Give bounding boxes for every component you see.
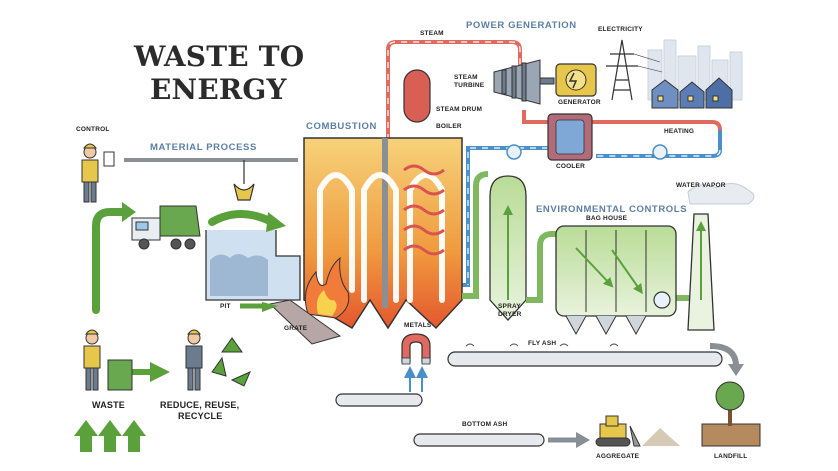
- label-electricity: ELECTRICITY: [598, 26, 643, 33]
- bag-house: [555, 225, 677, 336]
- flame-icon: [304, 256, 350, 319]
- label-steam: STEAM: [420, 30, 444, 37]
- label-grate: GRATE: [284, 325, 308, 332]
- crane-claw-icon: [124, 158, 298, 201]
- garbage-truck-icon: [131, 205, 201, 250]
- label-waste: WASTE: [92, 400, 126, 410]
- waste-pit: [205, 230, 342, 345]
- pump-icon: [506, 144, 522, 160]
- control-worker-icon: [81, 143, 115, 203]
- label-boiler: BOILER: [436, 123, 462, 130]
- section-environmental-controls: ENVIRONMENTAL CONTROLS: [536, 204, 688, 215]
- waste-worker-icon: [83, 329, 133, 391]
- power-pylon-icon: [606, 39, 663, 101]
- gray-arrow: [709, 343, 739, 367]
- label-pit: PIT: [220, 303, 231, 310]
- label-bag-house: BAG HOUSE: [586, 215, 628, 222]
- diagram-title-line2: ENERGY: [150, 73, 287, 106]
- bulldozer-icon: [595, 415, 680, 447]
- chimney-stack: [687, 183, 755, 331]
- label-water-vapor: WATER VAPOR: [676, 182, 726, 189]
- recycle-worker-icon: [185, 329, 203, 391]
- label-control: CONTROL: [76, 126, 110, 133]
- label-generator: GENERATOR: [558, 99, 601, 106]
- label-aggregate: AGGREGATE: [596, 453, 640, 460]
- section-combustion: COMBUSTION: [306, 121, 377, 132]
- label-steam-drum: STEAM DRUM: [436, 106, 483, 113]
- steam-drum: [403, 69, 431, 123]
- section-power-generation: POWER GENERATION: [466, 20, 577, 31]
- exhaust-fan-icon: [653, 291, 671, 309]
- green-arrows-env: [503, 205, 706, 300]
- fly-ash-conveyor: [447, 343, 723, 367]
- label-cooler: COOLER: [556, 163, 586, 170]
- label-reduce-reuse-2: RECYCLE: [178, 411, 223, 421]
- cooler-unit: [547, 113, 593, 161]
- generator: [555, 63, 597, 97]
- label-heating: HEATING: [664, 128, 695, 135]
- magnet-icon: [401, 333, 431, 365]
- label-spray-dryer-2: DRYER: [498, 311, 522, 318]
- label-steam-turbine-1: STEAM: [454, 74, 478, 81]
- bottom-ash-conveyor: [335, 393, 545, 447]
- pump-icon: [652, 144, 668, 160]
- landfill-tree-icon: [701, 381, 761, 447]
- combustion-chamber: [303, 137, 463, 330]
- diagram-title-line1: WASTE TO: [134, 40, 305, 73]
- label-steam-turbine-2: TURBINE: [454, 82, 485, 89]
- steam-turbine: [493, 59, 555, 105]
- up-arrows: [74, 420, 146, 452]
- label-bottom-ash: BOTTOM ASH: [462, 421, 508, 428]
- houses-icon: [651, 77, 733, 109]
- label-fly-ash: FLY ASH: [528, 340, 557, 347]
- label-landfill: LANDFILL: [714, 453, 748, 460]
- section-material-process: MATERIAL PROCESS: [150, 142, 257, 153]
- label-metals: METALS: [404, 322, 432, 329]
- recycle-icon: [211, 337, 251, 387]
- label-spray-dryer-1: SPRAY: [498, 303, 521, 310]
- label-reduce-reuse-1: REDUCE, REUSE,: [160, 400, 240, 410]
- material-flow-arrows: [92, 208, 276, 314]
